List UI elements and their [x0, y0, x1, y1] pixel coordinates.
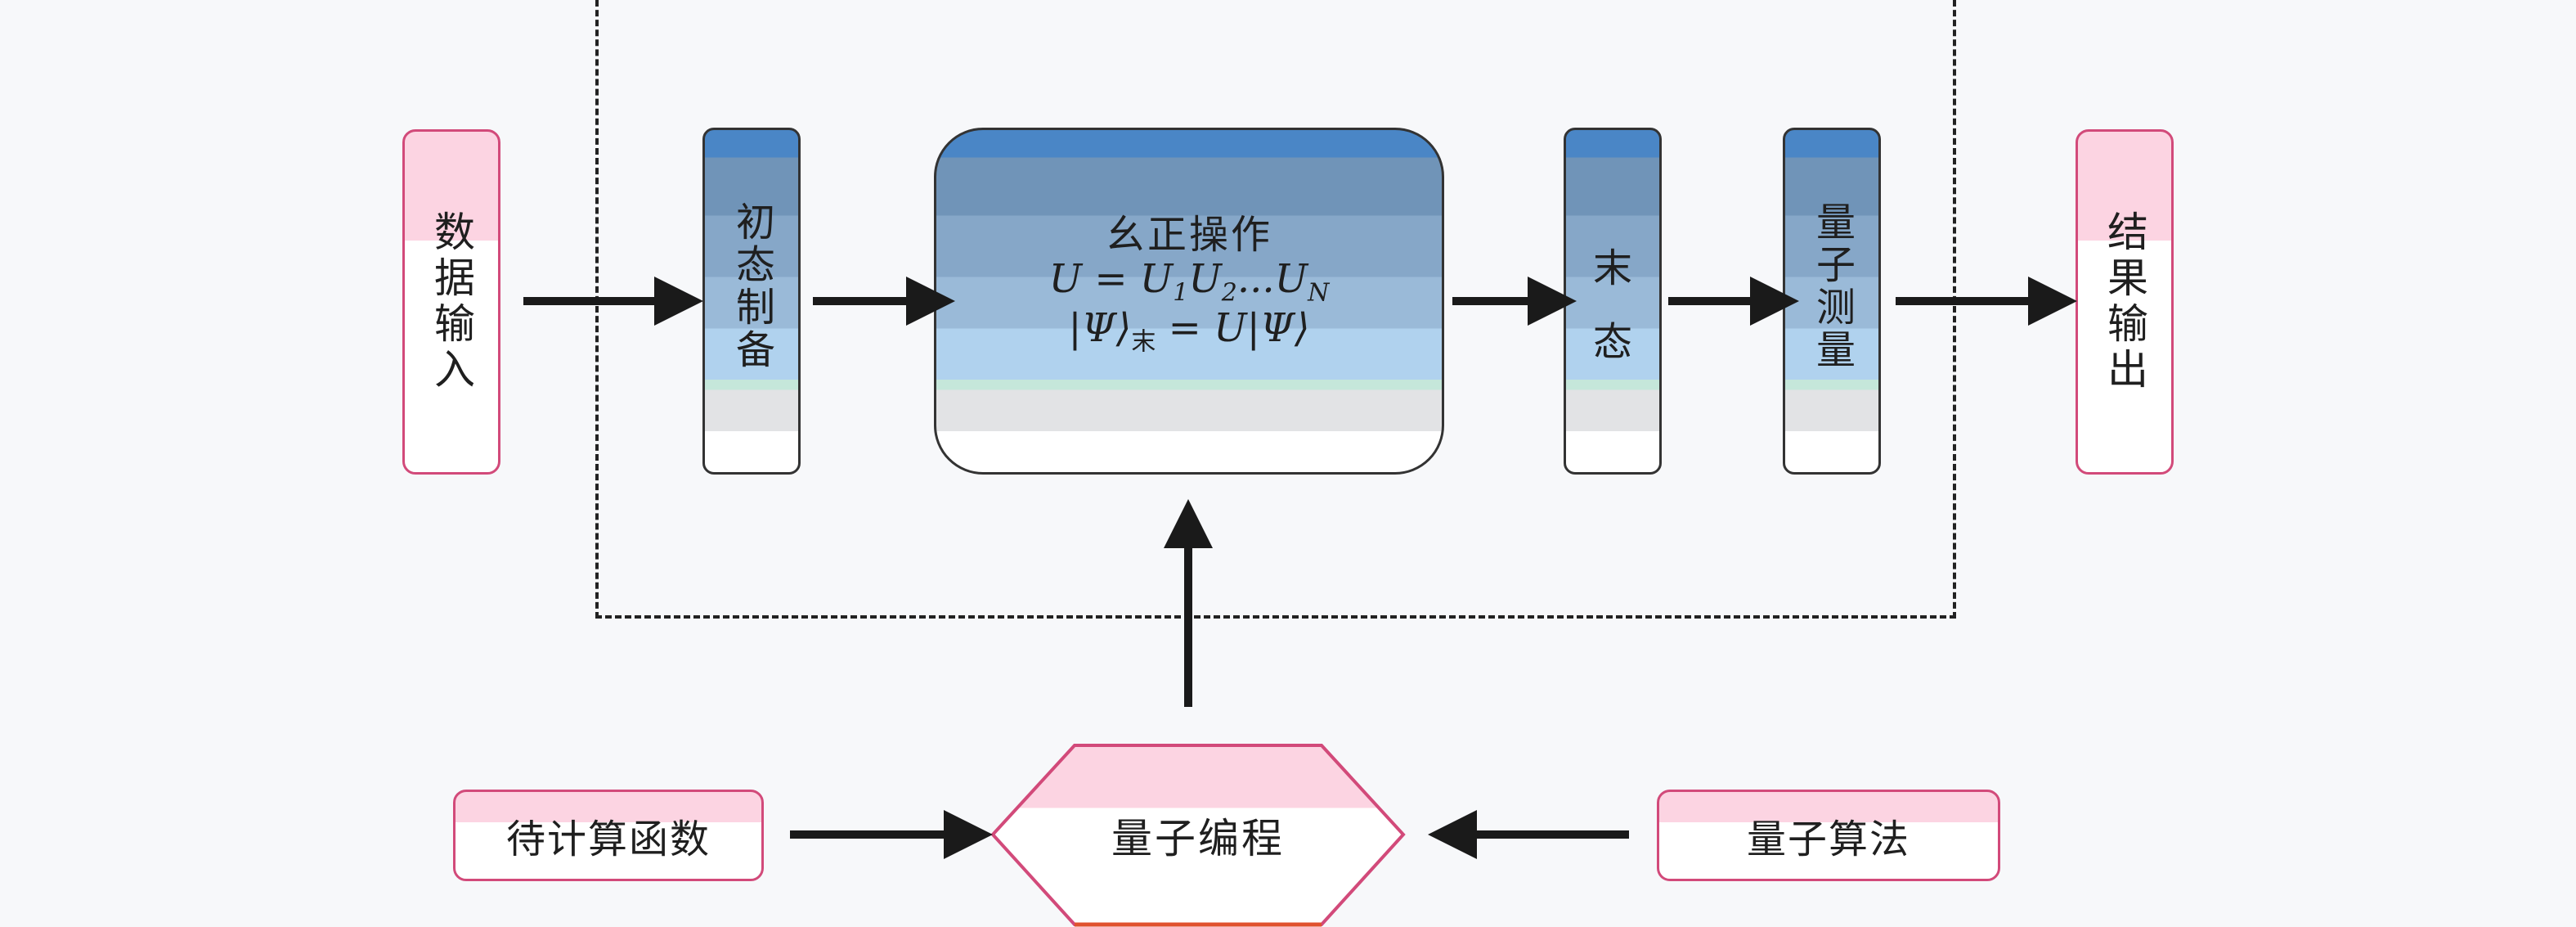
- final-state-bottom-char: 态: [1592, 319, 1632, 365]
- final-state-content: 末 态: [1593, 203, 1632, 399]
- quantum-processor-boundary: [595, 0, 1956, 619]
- initial-state-preparation-box: 初态制备: [702, 128, 801, 475]
- quantum-programming-label: 量子编程: [1111, 814, 1285, 862]
- quantum-programming-hexagon: [990, 744, 1406, 927]
- data-input-box: 数据输入: [402, 129, 500, 475]
- result-output-box: 结果输出: [2076, 129, 2174, 475]
- quantum-measurement-label: 量子测量: [1809, 201, 1855, 371]
- quantum-algorithm-label: 量子算法: [1746, 817, 1910, 862]
- quantum-programming-label-wrap: 量子编程: [990, 743, 1407, 927]
- function-to-compute-box: 待计算函数: [453, 790, 764, 881]
- initial-state-label: 初态制备: [729, 201, 774, 371]
- unitary-content: 幺正操作 U = U1U2...UN |Ψ⟩末 = U|Ψ⟩: [1048, 211, 1330, 357]
- quantum-algorithm-box: 量子算法: [1657, 790, 2000, 881]
- data-input-label: 数据输入: [428, 210, 475, 394]
- unitary-title: 幺正操作: [1105, 211, 1272, 258]
- function-to-compute-label: 待计算函数: [505, 817, 711, 862]
- quantum-measurement-box: 量子测量: [1783, 128, 1881, 475]
- unitary-formula-2: |Ψ⟩末 = U|Ψ⟩: [1068, 304, 1310, 357]
- unitary-operation-box: 幺正操作 U = U1U2...UN |Ψ⟩末 = U|Ψ⟩: [934, 128, 1444, 475]
- result-output-label: 结果输出: [2101, 210, 2148, 394]
- final-state-top-char: 末: [1592, 245, 1632, 291]
- unitary-formula-1: U = U1U2...UN: [1048, 255, 1330, 308]
